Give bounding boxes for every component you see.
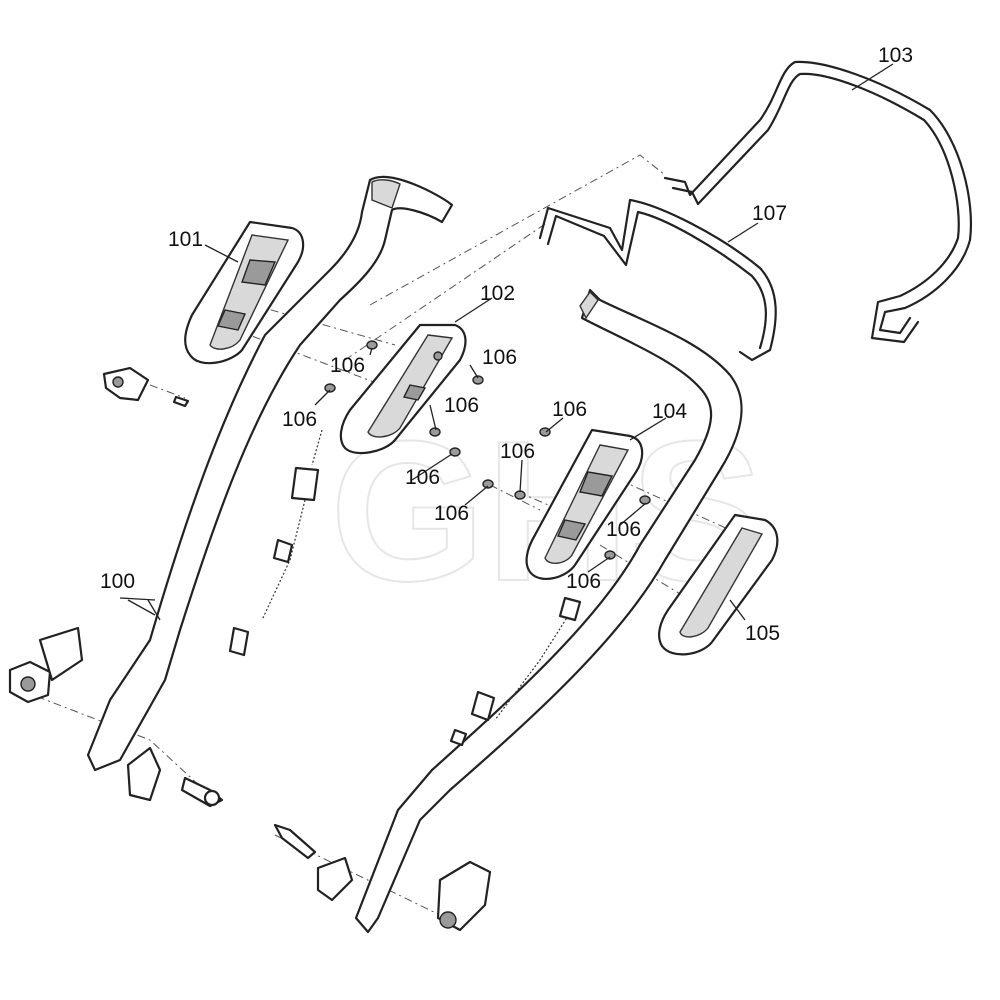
label-106-g: 106 [500, 440, 535, 463]
label-106-a: 106 [330, 354, 365, 377]
cover-101 [184, 220, 305, 365]
screw-icon [366, 340, 378, 350]
label-106-b: 106 [282, 408, 317, 431]
assembly-lines [19, 154, 731, 916]
label-101: 101 [168, 228, 203, 251]
leader-lines [127, 63, 894, 621]
label-106-c: 106 [482, 346, 517, 369]
screw-icon [472, 375, 484, 385]
screw-icon [639, 495, 651, 505]
screws-106 [324, 340, 651, 560]
label-105: 105 [745, 622, 780, 645]
cover-102 [339, 323, 467, 455]
right-handle-tube [354, 288, 743, 934]
screw-icon [514, 490, 526, 500]
label-106-h: 106 [434, 502, 469, 525]
label-102: 102 [480, 282, 515, 305]
right-hardware [436, 596, 582, 932]
screw-icon [449, 447, 461, 457]
screw-icon [324, 383, 336, 393]
screw-icon [482, 479, 494, 489]
cover-105 [658, 513, 779, 656]
cover-104 [525, 428, 644, 581]
label-106-f: 106 [552, 398, 587, 421]
label-104: 104 [652, 400, 687, 423]
label-107: 107 [752, 202, 787, 225]
label-103: 103 [878, 44, 913, 67]
screw-icon [604, 550, 616, 560]
left-hardware [8, 366, 354, 902]
label-106-j: 106 [566, 570, 601, 593]
label-106-d: 106 [444, 394, 479, 417]
label-106-e: 106 [405, 466, 440, 489]
screw-icon [429, 427, 441, 437]
label-100: 100 [100, 570, 135, 593]
left-handle-tube [86, 175, 454, 772]
bail-wire-103 [663, 60, 973, 344]
wire-107 [538, 198, 777, 362]
label-106-i: 106 [606, 518, 641, 541]
